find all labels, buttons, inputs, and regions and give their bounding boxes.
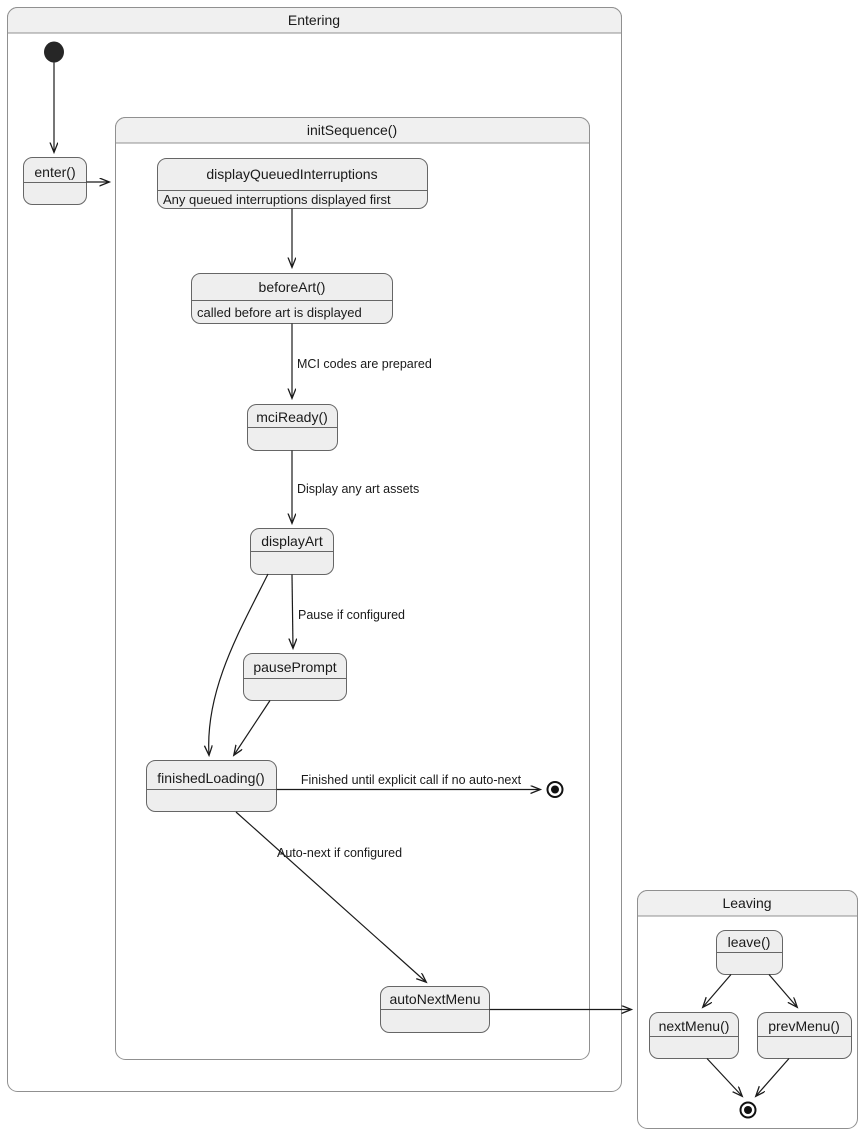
state-pauseprompt-title: pausePrompt	[253, 659, 336, 675]
state-before-art[interactable]: beforeArt() called before art is display…	[191, 273, 393, 324]
composite-initsequence-frame	[115, 117, 590, 1060]
transition-prevmenu-to-final	[756, 1058, 790, 1097]
state-dqi-title: displayQueuedInterruptions	[206, 166, 377, 182]
transition-displayart-to-pauseprompt	[292, 574, 293, 649]
transition-leave-to-prevmenu	[768, 974, 797, 1008]
state-next-menu[interactable]: nextMenu()	[649, 1012, 739, 1059]
state-nextmenu-title: nextMenu()	[659, 1018, 730, 1034]
state-enter[interactable]: enter()	[23, 157, 87, 205]
transition-label-finished-until-explicit-call: Finished until explicit call if no auto-…	[301, 773, 522, 787]
state-finished-loading[interactable]: finishedLoading()	[146, 760, 277, 812]
state-leave[interactable]: leave()	[716, 930, 783, 975]
state-pause-prompt[interactable]: pausePrompt	[243, 653, 347, 701]
state-autonextmenu-title: autoNextMenu	[389, 991, 480, 1007]
transition-label-display-art-assets: Display any art assets	[297, 482, 419, 496]
initial-node-icon	[44, 41, 64, 63]
state-display-art[interactable]: displayArt	[250, 528, 334, 575]
initial-node-entering[interactable]	[44, 41, 64, 63]
transition-label-mci-codes-prepared: MCI codes are prepared	[297, 357, 432, 371]
state-enter-title: enter()	[34, 164, 75, 180]
state-beforeart-body: called before art is displayed	[197, 305, 362, 320]
composite-leaving-title: Leaving	[722, 895, 771, 911]
composite-initsequence-header	[115, 117, 590, 144]
state-auto-next-menu[interactable]: autoNextMenu	[380, 986, 490, 1033]
state-enter-box	[23, 157, 87, 205]
state-prevmenu-title: prevMenu()	[768, 1018, 840, 1034]
transition-finishedloading-to-autonextmenu	[235, 811, 426, 982]
final-node-leaving[interactable]	[739, 1101, 757, 1119]
state-dqi-body: Any queued interruptions displayed first	[163, 192, 391, 207]
composite-state-leaving[interactable]: Leaving	[637, 890, 858, 1129]
state-finishedloading-box	[146, 760, 277, 812]
state-prevmenu-box	[757, 1012, 852, 1059]
composite-state-initsequence[interactable]: initSequence()	[115, 117, 590, 1060]
composite-leaving-frame	[637, 890, 858, 1129]
state-prev-menu[interactable]: prevMenu()	[757, 1012, 852, 1059]
composite-entering-title: Entering	[288, 12, 340, 28]
transition-label-auto-next-if-configured: Auto-next if configured	[277, 846, 402, 860]
state-finishedloading-title: finishedLoading()	[157, 770, 264, 786]
composite-initsequence-title: initSequence()	[307, 122, 397, 138]
final-node-leaving-inner-dot	[744, 1106, 752, 1114]
composite-leaving-header	[637, 890, 858, 917]
transition-leave-to-nextmenu	[703, 974, 732, 1008]
final-node-initsequence[interactable]	[546, 781, 564, 798]
state-display-queued-interruptions[interactable]: displayQueuedInterruptions Any queued in…	[157, 158, 428, 209]
state-mciready-title: mciReady()	[256, 409, 328, 425]
state-mci-ready[interactable]: mciReady()	[247, 404, 338, 451]
state-pauseprompt-box	[243, 653, 347, 701]
final-node-inner-dot	[551, 785, 559, 794]
state-nextmenu-box	[649, 1012, 739, 1059]
transition-label-pause-if-configured: Pause if configured	[298, 608, 405, 622]
state-leave-title: leave()	[728, 934, 771, 950]
composite-entering-header	[7, 7, 622, 34]
state-displayart-title: displayArt	[261, 533, 323, 549]
transition-displayart-to-finishedloading	[209, 573, 269, 755]
transition-pauseprompt-to-finishedloading	[234, 700, 271, 756]
state-beforeart-title: beforeArt()	[259, 279, 326, 295]
transition-nextmenu-to-final	[706, 1058, 742, 1097]
